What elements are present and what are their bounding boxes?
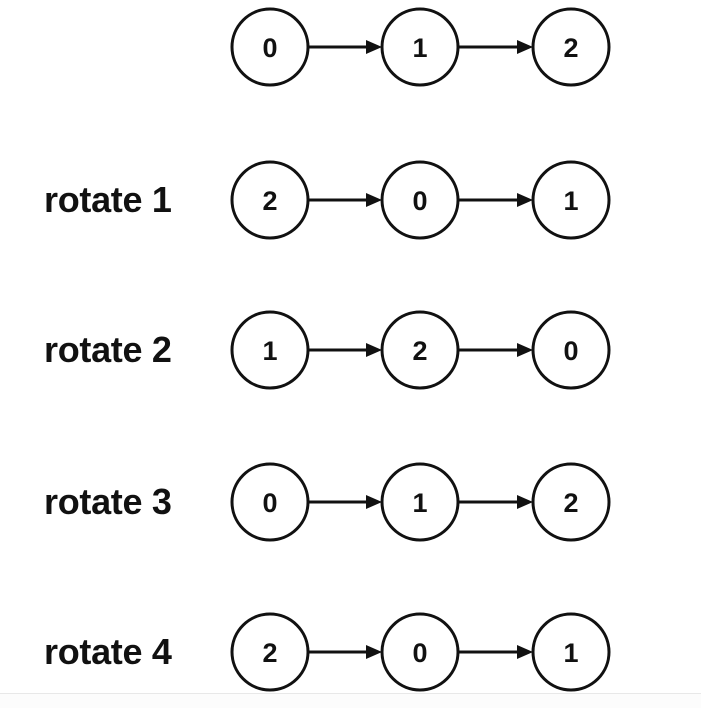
node-value: 0 bbox=[563, 336, 578, 366]
list-node bbox=[380, 160, 460, 240]
edge-arrowhead bbox=[366, 343, 382, 357]
node-value: 0 bbox=[262, 488, 277, 518]
list-node bbox=[531, 310, 611, 390]
bottom-divider bbox=[0, 693, 701, 694]
node-chain: 0 1 2 bbox=[0, 452, 701, 552]
node-value: 2 bbox=[412, 336, 427, 366]
node-chain: 2 0 1 bbox=[0, 602, 701, 702]
edge-arrowhead bbox=[517, 645, 533, 659]
list-node bbox=[230, 462, 310, 542]
node-chain: 1 2 0 bbox=[0, 300, 701, 400]
node-value: 1 bbox=[563, 638, 578, 668]
list-node bbox=[230, 7, 310, 87]
list-node bbox=[380, 7, 460, 87]
edge-arrowhead bbox=[517, 193, 533, 207]
edge-arrowhead bbox=[517, 40, 533, 54]
edge-arrowhead bbox=[517, 495, 533, 509]
list-node bbox=[531, 612, 611, 692]
edge-arrowhead bbox=[366, 193, 382, 207]
list-node bbox=[380, 462, 460, 542]
node-value: 1 bbox=[412, 488, 427, 518]
node-value: 1 bbox=[262, 336, 277, 366]
edge-arrowhead bbox=[517, 343, 533, 357]
edge-arrowhead bbox=[366, 495, 382, 509]
edge-arrowhead bbox=[366, 40, 382, 54]
list-node bbox=[230, 612, 310, 692]
node-chain: 0 1 2 bbox=[0, 0, 701, 97]
diagram-row: rotate 2 1 2 0 bbox=[0, 300, 701, 400]
node-value: 0 bbox=[412, 638, 427, 668]
list-node bbox=[230, 310, 310, 390]
node-value: 1 bbox=[563, 186, 578, 216]
list-node bbox=[380, 310, 460, 390]
node-value: 0 bbox=[262, 33, 277, 63]
bottom-strip bbox=[0, 694, 701, 708]
diagram-row: rotate 3 0 1 2 bbox=[0, 452, 701, 552]
list-node bbox=[230, 160, 310, 240]
row-label-rotate-4: rotate 4 bbox=[44, 631, 172, 672]
node-chain: 2 0 1 bbox=[0, 150, 701, 250]
list-node bbox=[531, 160, 611, 240]
row-label-rotate-2: rotate 2 bbox=[44, 329, 172, 370]
node-value: 1 bbox=[412, 33, 427, 63]
diagram-row: rotate 1 2 0 1 bbox=[0, 150, 701, 250]
list-node bbox=[531, 462, 611, 542]
node-value: 2 bbox=[262, 638, 277, 668]
node-value: 2 bbox=[563, 488, 578, 518]
diagram-row: rotate 4 2 0 1 bbox=[0, 602, 701, 702]
node-value: 2 bbox=[563, 33, 578, 63]
edge-arrowhead bbox=[366, 645, 382, 659]
node-value: 0 bbox=[412, 186, 427, 216]
node-value: 2 bbox=[262, 186, 277, 216]
list-node bbox=[531, 7, 611, 87]
list-node bbox=[380, 612, 460, 692]
row-label-rotate-1: rotate 1 bbox=[44, 179, 172, 220]
row-label-rotate-3: rotate 3 bbox=[44, 481, 172, 522]
diagram-row: 0 1 2 bbox=[0, 0, 701, 97]
